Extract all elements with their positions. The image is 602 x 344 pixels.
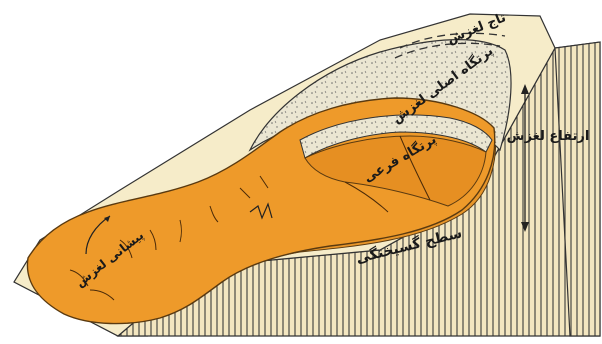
label-height: ارتفاع لغزش xyxy=(507,129,590,144)
